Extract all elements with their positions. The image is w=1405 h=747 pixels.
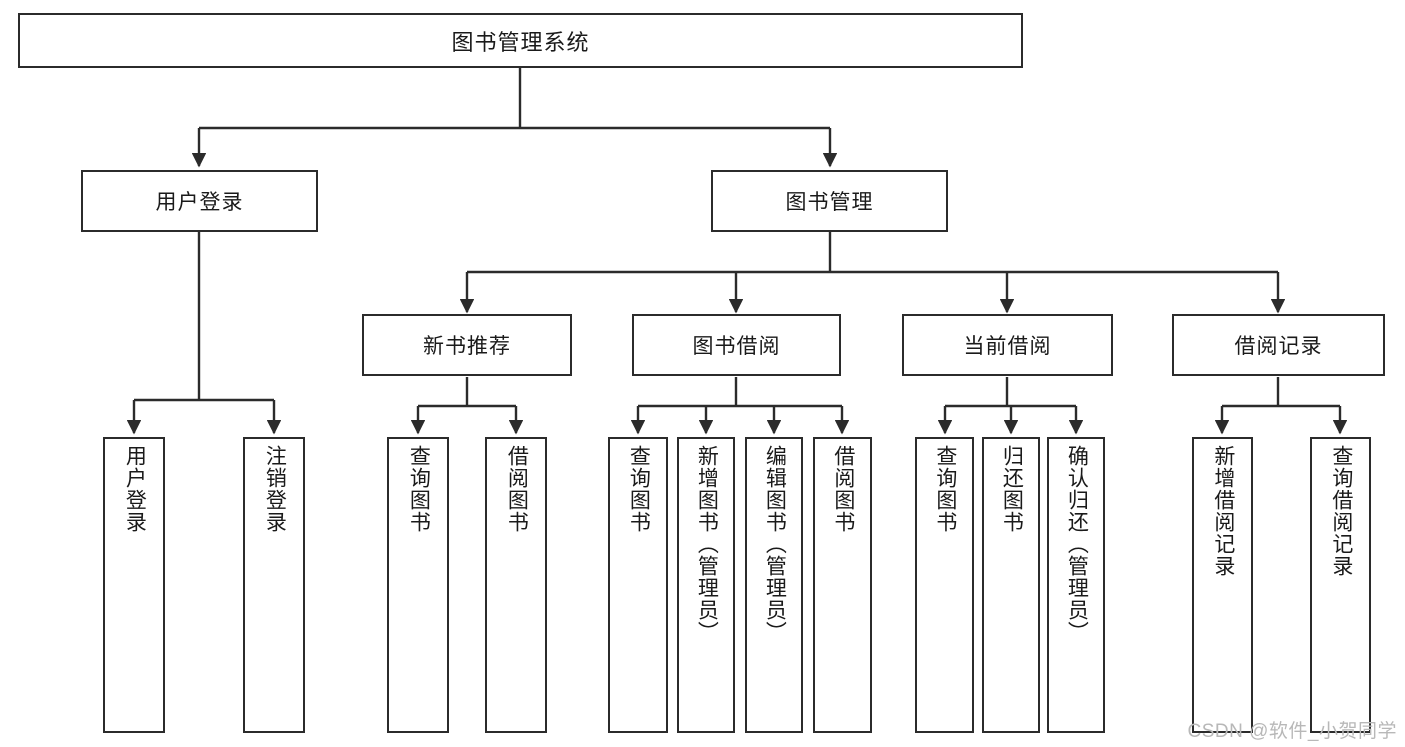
node-leaf-query-book[interactable]: 查询图书 [608, 437, 668, 733]
node-user-login[interactable]: 用户登录 [81, 170, 318, 232]
node-leaf-borrow-book[interactable]: 借阅图书 [813, 437, 872, 733]
node-leaf-return-book[interactable]: 归还图书 [982, 437, 1040, 733]
node-leaf-edit-book-admin[interactable]: 编辑图书（管理员） [745, 437, 803, 733]
node-leaf-query-book-label: 查询图书 [627, 445, 651, 533]
node-borrow-record[interactable]: 借阅记录 [1172, 314, 1385, 376]
node-borrow-record-label: 借阅记录 [1234, 335, 1323, 358]
node-leaf-borrow-book-recommend[interactable]: 借阅图书 [485, 437, 547, 733]
node-leaf-user-login-label: 用户登录 [123, 445, 147, 533]
node-new-book-recommend-label: 新书推荐 [423, 335, 511, 358]
node-leaf-query-book-current-label: 查询图书 [933, 445, 957, 533]
node-user-login-label: 用户登录 [155, 191, 244, 214]
node-book-borrow[interactable]: 图书借阅 [632, 314, 841, 376]
node-leaf-add-borrow-record-label: 新增借阅记录 [1211, 445, 1235, 577]
node-leaf-logout-label: 注销登录 [263, 445, 287, 533]
node-leaf-add-borrow-record[interactable]: 新增借阅记录 [1192, 437, 1253, 733]
node-leaf-query-book-recommend[interactable]: 查询图书 [387, 437, 449, 733]
node-book-management[interactable]: 图书管理 [711, 170, 948, 232]
node-leaf-borrow-book-recommend-label: 借阅图书 [505, 445, 529, 533]
node-leaf-user-login[interactable]: 用户登录 [103, 437, 165, 733]
node-book-management-label: 图书管理 [785, 191, 874, 214]
node-leaf-return-book-label: 归还图书 [1000, 445, 1024, 533]
node-leaf-add-book-admin-label: 新增图书（管理员） [695, 445, 719, 643]
node-leaf-borrow-book-label: 借阅图书 [831, 445, 855, 533]
node-current-borrow[interactable]: 当前借阅 [902, 314, 1113, 376]
node-leaf-logout[interactable]: 注销登录 [243, 437, 305, 733]
node-leaf-query-book-current[interactable]: 查询图书 [915, 437, 974, 733]
node-leaf-confirm-return-admin[interactable]: 确认归还（管理员） [1047, 437, 1105, 733]
node-new-book-recommend[interactable]: 新书推荐 [362, 314, 572, 376]
node-leaf-query-book-recommend-label: 查询图书 [407, 445, 431, 533]
node-root-system-label: 图书管理系统 [451, 29, 590, 55]
node-leaf-edit-book-admin-label: 编辑图书（管理员） [763, 445, 787, 643]
node-leaf-add-book-admin[interactable]: 新增图书（管理员） [677, 437, 735, 733]
watermark-text: CSDN @软件_小贺同学 [1187, 721, 1397, 742]
node-book-borrow-label: 图书借阅 [692, 335, 781, 358]
node-leaf-confirm-return-admin-label: 确认归还（管理员） [1065, 445, 1089, 643]
node-leaf-query-borrow-record[interactable]: 查询借阅记录 [1310, 437, 1371, 733]
node-leaf-query-borrow-record-label: 查询借阅记录 [1329, 445, 1353, 577]
node-current-borrow-label: 当前借阅 [963, 335, 1052, 358]
node-root-system[interactable]: 图书管理系统 [18, 13, 1023, 68]
